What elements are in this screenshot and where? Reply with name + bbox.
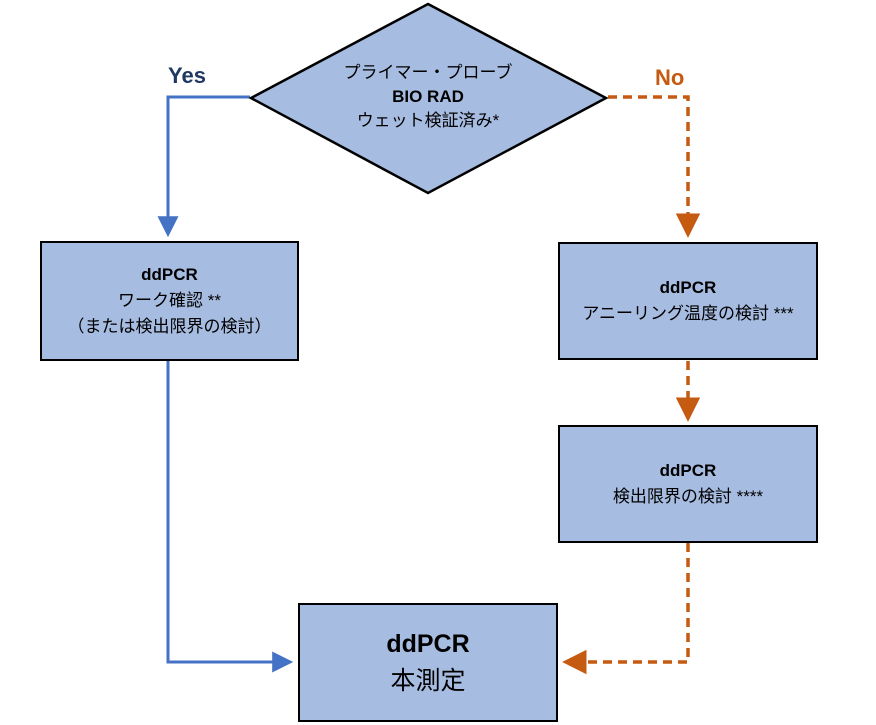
process-node-main-measurement: ddPCR 本測定 bbox=[298, 603, 558, 722]
process-node-annealing-temperature: ddPCR アニーリング温度の検討 *** bbox=[558, 242, 818, 360]
yes-arrow-diamond-to-left-box bbox=[157, 95, 250, 238]
annealing-title: ddPCR bbox=[659, 278, 717, 297]
process-node-work-check: ddPCR ワーク確認 ** （または検出限界の検討） bbox=[40, 241, 299, 361]
main-measurement-title: ddPCR bbox=[386, 629, 470, 658]
no-arrow-detection-limit-to-final-box bbox=[562, 543, 690, 675]
no-arrow-diamond-to-annealing-box bbox=[608, 95, 701, 238]
decision-line1: プライマー・プローブ bbox=[343, 63, 513, 82]
decision-diamond-shape bbox=[248, 2, 609, 195]
work-check-title: ddPCR bbox=[141, 265, 198, 284]
work-check-line3: （または検出限界の検討） bbox=[67, 317, 272, 336]
work-check-line2: ワーク確認 ** bbox=[118, 291, 221, 310]
decision-line2: BIO RAD bbox=[392, 87, 464, 106]
detection-limit-line2: 検出限界の検討 **** bbox=[612, 487, 764, 506]
detection-limit-title: ddPCR bbox=[659, 461, 717, 480]
decision-line3: ウェット検証済み* bbox=[356, 111, 500, 130]
yes-arrow-left-box-to-final-box bbox=[166, 361, 294, 673]
decision-node: プライマー・プローブ BIO RAD ウェット検証済み* bbox=[278, 61, 578, 133]
no-branch-label: No bbox=[655, 65, 685, 90]
yes-branch-label: Yes bbox=[168, 63, 206, 88]
main-measurement-line2: 本測定 bbox=[390, 666, 466, 695]
annealing-line2: アニーリング温度の検討 *** bbox=[582, 304, 794, 323]
process-node-detection-limit: ddPCR 検出限界の検討 **** bbox=[558, 425, 818, 543]
